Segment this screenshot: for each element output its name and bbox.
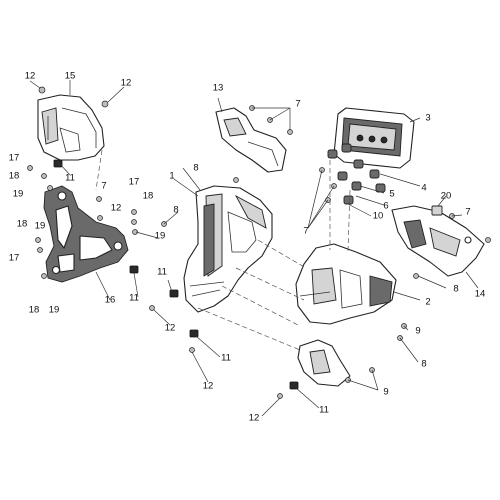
label-20: 20 xyxy=(441,191,452,202)
label-18: 18 xyxy=(143,191,154,202)
label-12: 12 xyxy=(249,413,260,424)
label-15: 15 xyxy=(65,71,76,82)
label-11: 11 xyxy=(129,293,139,304)
label-8: 8 xyxy=(421,359,426,370)
label-16: 16 xyxy=(105,295,116,306)
label-11: 11 xyxy=(157,267,167,278)
part-3-instrument-cluster xyxy=(333,107,415,169)
label-7: 7 xyxy=(295,99,300,110)
label-6: 6 xyxy=(383,201,388,212)
label-19: 19 xyxy=(35,221,46,232)
label-12: 12 xyxy=(111,203,122,214)
label-18: 18 xyxy=(29,305,40,316)
label-18: 18 xyxy=(17,219,28,230)
grommet-stack xyxy=(319,143,386,205)
label-12: 12 xyxy=(25,71,36,82)
label-12: 12 xyxy=(165,323,176,334)
part-13-fairing-piece xyxy=(215,107,287,173)
part-9-lower-bracket xyxy=(297,339,351,387)
label-17: 17 xyxy=(9,253,20,264)
label-4: 4 xyxy=(421,183,426,194)
part-16-bracket-frame xyxy=(43,185,129,283)
label-1: 1 xyxy=(169,171,174,182)
screws xyxy=(27,105,491,399)
part-14-side-bracket xyxy=(391,205,485,277)
label-14: 14 xyxy=(475,289,486,300)
label-5: 5 xyxy=(389,189,394,200)
label-3: 3 xyxy=(425,113,430,124)
label-8: 8 xyxy=(453,284,458,295)
leader-lines xyxy=(29,80,479,417)
label-11: 11 xyxy=(65,173,75,184)
label-11: 11 xyxy=(221,353,231,364)
label-7: 7 xyxy=(303,226,308,237)
label-7: 7 xyxy=(465,207,470,218)
label-2: 2 xyxy=(425,297,430,308)
label-11: 11 xyxy=(319,405,329,416)
label-9: 9 xyxy=(383,387,388,398)
fastener-12-top-left xyxy=(38,86,109,108)
label-8: 8 xyxy=(193,163,198,174)
label-10: 10 xyxy=(373,211,384,222)
label-18: 18 xyxy=(9,171,20,182)
part-1-central-support xyxy=(183,185,273,313)
label-12: 12 xyxy=(203,381,214,392)
label-9: 9 xyxy=(415,326,420,337)
label-7: 7 xyxy=(101,181,106,192)
clip-nuts-11 xyxy=(53,159,299,390)
label-19: 19 xyxy=(49,305,60,316)
callout-labels: 12 15 12 17 18 19 11 7 12 17 18 19 18 19… xyxy=(9,71,486,424)
assembly-lines xyxy=(95,149,351,351)
label-17: 17 xyxy=(9,153,20,164)
label-13: 13 xyxy=(213,83,224,94)
label-17: 17 xyxy=(129,177,140,188)
label-12: 12 xyxy=(121,78,132,89)
part-2-headlight-support xyxy=(295,243,397,325)
part-15-upper-cover xyxy=(37,94,105,161)
label-8: 8 xyxy=(173,205,178,216)
part-20-clip xyxy=(431,205,443,216)
label-19: 19 xyxy=(13,189,24,200)
label-19: 19 xyxy=(155,231,166,242)
